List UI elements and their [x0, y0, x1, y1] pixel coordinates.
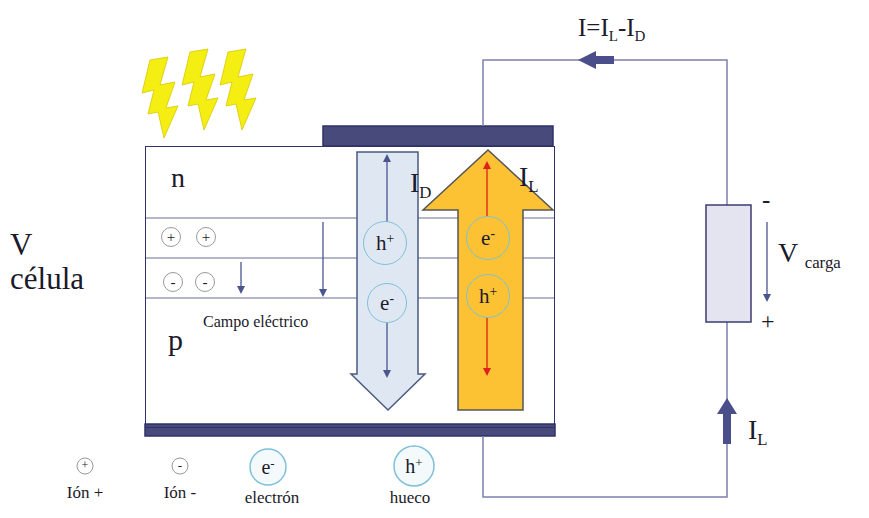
- ion-circle: -: [195, 272, 215, 292]
- field-label: Campo eléctrico: [203, 313, 308, 331]
- legend-symbol: -: [178, 459, 182, 473]
- carrier-symbol: e-: [481, 226, 495, 250]
- carrier-circle: h+: [363, 221, 407, 265]
- carrier-motion-lines: [386, 158, 387, 374]
- carrier-symbol: h+: [479, 284, 497, 308]
- carrier-symbol: h+: [376, 231, 394, 255]
- carrier-circle: e-: [466, 216, 510, 260]
- legend-label: Ión -: [164, 484, 197, 503]
- carrier-motion-lines-red: [486, 165, 487, 372]
- ion-circle: +: [196, 227, 216, 247]
- ion-circle: -: [163, 272, 183, 292]
- current-label: IL: [519, 162, 539, 196]
- polarity-sign: +: [761, 308, 775, 334]
- legend-symbol: +: [82, 459, 89, 472]
- cell-voltage-label: V célula: [10, 228, 110, 296]
- legend-label: electrón: [245, 489, 300, 508]
- region-label: n: [171, 163, 185, 194]
- field-arrows: [241, 222, 323, 293]
- load-voltage-label: V carga: [778, 238, 841, 272]
- ion-circle: +: [161, 227, 181, 247]
- circuit-wire: [483, 60, 727, 497]
- polarity-sign: -: [762, 186, 770, 214]
- legend-label: hueco: [390, 489, 431, 508]
- cell-body: [145, 146, 555, 428]
- carrier-symbol: -: [171, 274, 176, 291]
- current-label: ID: [410, 168, 431, 202]
- carrier-symbol: -: [203, 274, 208, 291]
- carrier-symbol: e-: [380, 291, 394, 315]
- legend-label: Ión +: [67, 484, 104, 503]
- current-arrow: [717, 398, 737, 444]
- region-label: p: [168, 323, 183, 356]
- voltage-arrow: [766, 222, 767, 298]
- legend-symbol: e-: [261, 456, 274, 478]
- current-arrow: [578, 51, 614, 69]
- carrier-symbol: +: [167, 229, 175, 246]
- light-current-arrow: [423, 150, 553, 410]
- current-equation: I=IL-ID: [578, 14, 645, 45]
- bottom-contact: [145, 424, 555, 436]
- legend-samples: [77, 446, 434, 486]
- load-resistor: [706, 205, 751, 322]
- top-contact: [323, 126, 553, 146]
- carrier-symbol: +: [202, 229, 210, 246]
- legend-symbol: h+: [405, 455, 422, 477]
- carrier-circle: e-: [367, 283, 407, 323]
- carrier-circle: h+: [466, 274, 510, 318]
- lightning-bolts: [142, 49, 256, 138]
- current-label: IL: [748, 415, 768, 449]
- solar-cell: nCampo eléctrico p + + h+ e- - - e-h+: [145, 146, 555, 428]
